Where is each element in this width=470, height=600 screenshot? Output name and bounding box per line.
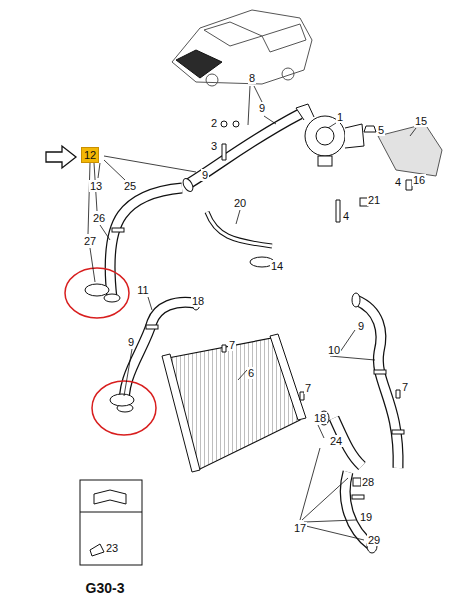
callout-number: 21: [367, 194, 381, 206]
callout-number: 17: [293, 522, 307, 534]
callout-number: 16: [412, 174, 426, 186]
callout-number: 12: [84, 149, 96, 161]
hoses: [110, 114, 398, 546]
figure-code: G30-3: [85, 580, 126, 596]
callout-number: 8: [248, 72, 256, 84]
car-sketch: [172, 10, 312, 86]
callout-number: 1: [336, 111, 344, 123]
callout-number: 18: [191, 295, 205, 307]
callout-number: 5: [377, 124, 385, 136]
callout-number: 9: [357, 320, 365, 332]
callout-number: 2: [210, 117, 218, 129]
intercooler: [162, 334, 306, 472]
callout-number: 28: [361, 476, 375, 488]
callout-number: 10: [327, 344, 341, 356]
pointer-arrow: [46, 146, 76, 168]
callout-number: 15: [414, 115, 428, 127]
callout-number: 6: [247, 367, 255, 379]
callout-number: 11: [136, 284, 149, 296]
highlight-circles: [65, 268, 156, 435]
callout-number: 14: [270, 260, 284, 272]
callout-number: 9: [127, 336, 135, 348]
callout-number: 23: [105, 542, 119, 554]
callout-number: 3: [210, 140, 218, 152]
callout-number: 4: [342, 210, 350, 222]
callout-number: 26: [92, 212, 106, 224]
callout-number: 20: [233, 197, 247, 209]
callout-box: 12: [81, 147, 99, 163]
callout-number: 27: [83, 235, 97, 247]
callout-number: 25: [123, 180, 137, 192]
callout-number: 7: [304, 382, 312, 394]
turbocharger: [296, 104, 364, 166]
heat-shield: [378, 124, 442, 176]
callout-number: 29: [367, 534, 381, 546]
callout-number: 9: [201, 169, 209, 181]
callout-number: 9: [258, 102, 266, 114]
callout-number: 24: [329, 435, 343, 447]
leader-lines: [88, 86, 416, 540]
callout-number: 18: [313, 412, 327, 424]
callout-number: 13: [89, 180, 103, 192]
callout-number: 19: [359, 511, 373, 523]
callout-number: 7: [228, 339, 236, 351]
callout-number: 7: [401, 381, 409, 393]
icon-box: [80, 480, 142, 565]
bolts-and-clips: [221, 121, 412, 486]
callout-number: 4: [394, 176, 402, 188]
